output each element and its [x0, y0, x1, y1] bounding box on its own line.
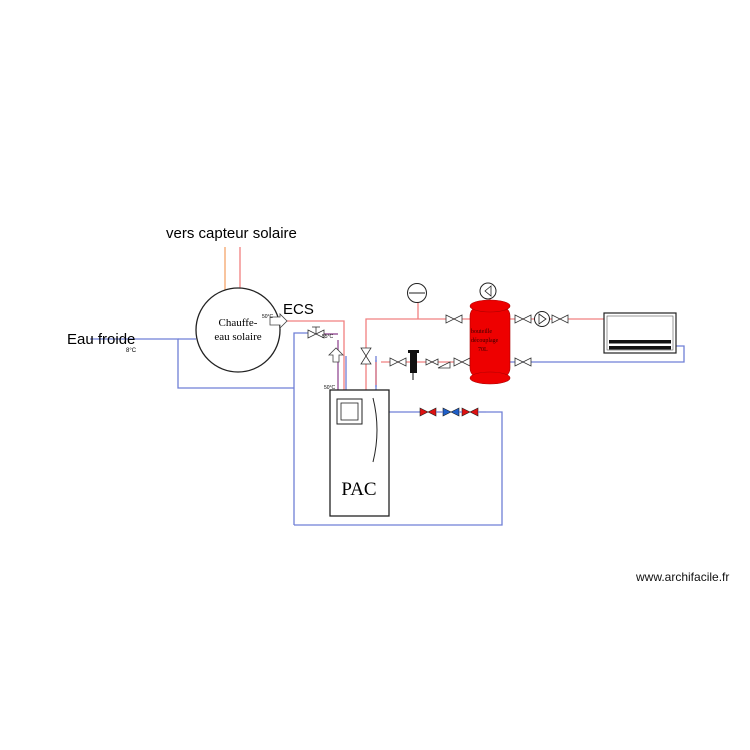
valve-right-top-icon	[514, 314, 569, 324]
decoupling-tank: bouteille découplage 70L	[469, 299, 511, 385]
pac-inlet-arrow-icon	[328, 347, 344, 363]
strainer-icon	[408, 350, 419, 380]
fan-coil-unit	[603, 312, 677, 354]
pac-label: PAC	[341, 479, 376, 500]
valve-right-bottom-icon	[514, 357, 532, 367]
tank-label-1: bouteille	[471, 329, 492, 335]
ecs-outlet-arrow-icon	[269, 313, 288, 329]
valve-group-lower	[389, 357, 471, 369]
colored-valve-group	[419, 407, 479, 417]
mixing-valve-icon	[307, 326, 325, 339]
heater-label-2: eau solaire	[214, 331, 261, 343]
heater-out-temp: 50°C	[262, 314, 274, 320]
pac-unit: PAC	[329, 389, 390, 517]
tank-label-2: découplage	[471, 338, 499, 344]
tank-label-3: 70L	[478, 347, 488, 353]
valve-top-tank-icon	[445, 314, 463, 324]
tank-circulator-icon	[479, 282, 497, 300]
watermark-text: www.archifacile.fr	[636, 570, 730, 584]
cold-water-label: Eau froide	[67, 331, 135, 348]
mixer-temp: 55°C	[322, 334, 334, 340]
circulator-pump-icon	[534, 311, 550, 327]
solar-label: vers capteur solaire	[166, 225, 297, 242]
pressure-gauge-icon	[407, 283, 427, 303]
cold-water-pipes	[90, 332, 685, 526]
heater-label-1: Chauffe-	[219, 317, 258, 329]
hot-water-pipes	[270, 283, 604, 390]
pac-inlet-temp: 50°C	[324, 385, 336, 391]
cold-water-temp: 8°C	[126, 348, 137, 354]
solar-water-heater: Chauffe- eau solaire	[195, 287, 281, 373]
ecs-label: ECS	[283, 301, 314, 318]
pac-valve-icon	[360, 347, 372, 365]
